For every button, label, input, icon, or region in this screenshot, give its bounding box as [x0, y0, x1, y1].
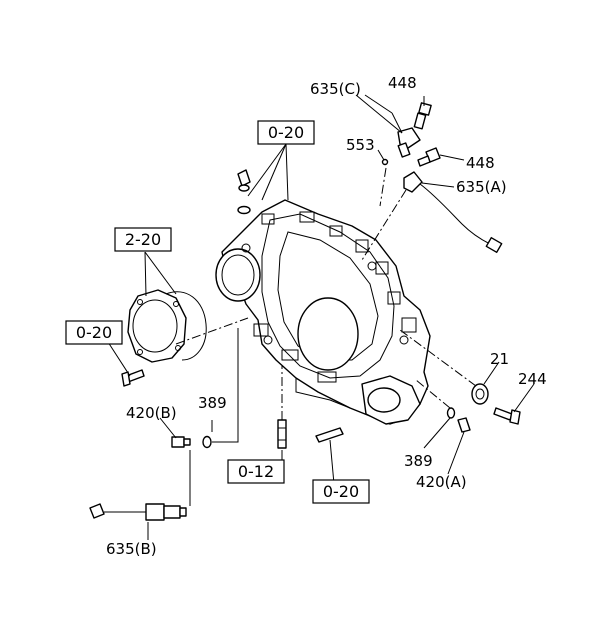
oring-553 — [381, 158, 389, 166]
sensor-635a — [403, 171, 503, 254]
label-448-top: 448 — [388, 74, 417, 92]
cover-plate — [127, 289, 187, 363]
svg-text:0-20: 0-20 — [76, 323, 112, 342]
svg-text:0-20: 0-20 — [268, 123, 304, 142]
gasket-ring — [165, 291, 207, 361]
sensor-635c — [397, 127, 421, 158]
ref-box-stud-right: 0-20 — [312, 479, 370, 504]
label-635a: 635(A) — [456, 178, 507, 196]
svg-text:0-20: 0-20 — [323, 482, 359, 501]
bolt-244 — [493, 407, 521, 425]
ref-box-top: 0-20 — [257, 120, 315, 145]
svg-text:2-20: 2-20 — [125, 230, 161, 249]
sensor-635b — [89, 503, 187, 521]
part-21 — [471, 383, 489, 405]
bolt-448-top — [413, 102, 432, 130]
stud-left — [277, 419, 287, 449]
label-389-left: 389 — [198, 394, 227, 412]
ref-box-stud-left: 0-12 — [227, 459, 285, 484]
label-553: 553 — [346, 136, 375, 154]
label-635c: 635(C) — [310, 80, 361, 98]
top-bolt — [237, 169, 251, 192]
washer-389-right — [446, 407, 456, 419]
label-21: 21 — [490, 350, 509, 368]
top-washer — [237, 205, 251, 215]
ref-box-cover: 2-20 — [114, 227, 172, 252]
label-389-right: 389 — [404, 452, 433, 470]
bolt-420a — [457, 417, 471, 433]
ref-box-left-bolt: 0-20 — [65, 320, 123, 345]
cover-bolt — [121, 369, 145, 387]
leader-lines — [107, 94, 535, 540]
label-244: 244 — [518, 370, 547, 388]
bolt-448-mid — [417, 147, 441, 167]
label-420b: 420(B) — [126, 404, 177, 422]
flywheel-housing — [215, 199, 431, 425]
label-448-mid: 448 — [466, 154, 495, 172]
svg-text:0-12: 0-12 — [238, 462, 274, 481]
washer-389-left — [202, 435, 212, 449]
bolt-420b — [171, 436, 191, 448]
label-420a: 420(A) — [416, 473, 467, 491]
label-635b: 635(B) — [106, 540, 157, 558]
stud-right — [315, 427, 344, 443]
